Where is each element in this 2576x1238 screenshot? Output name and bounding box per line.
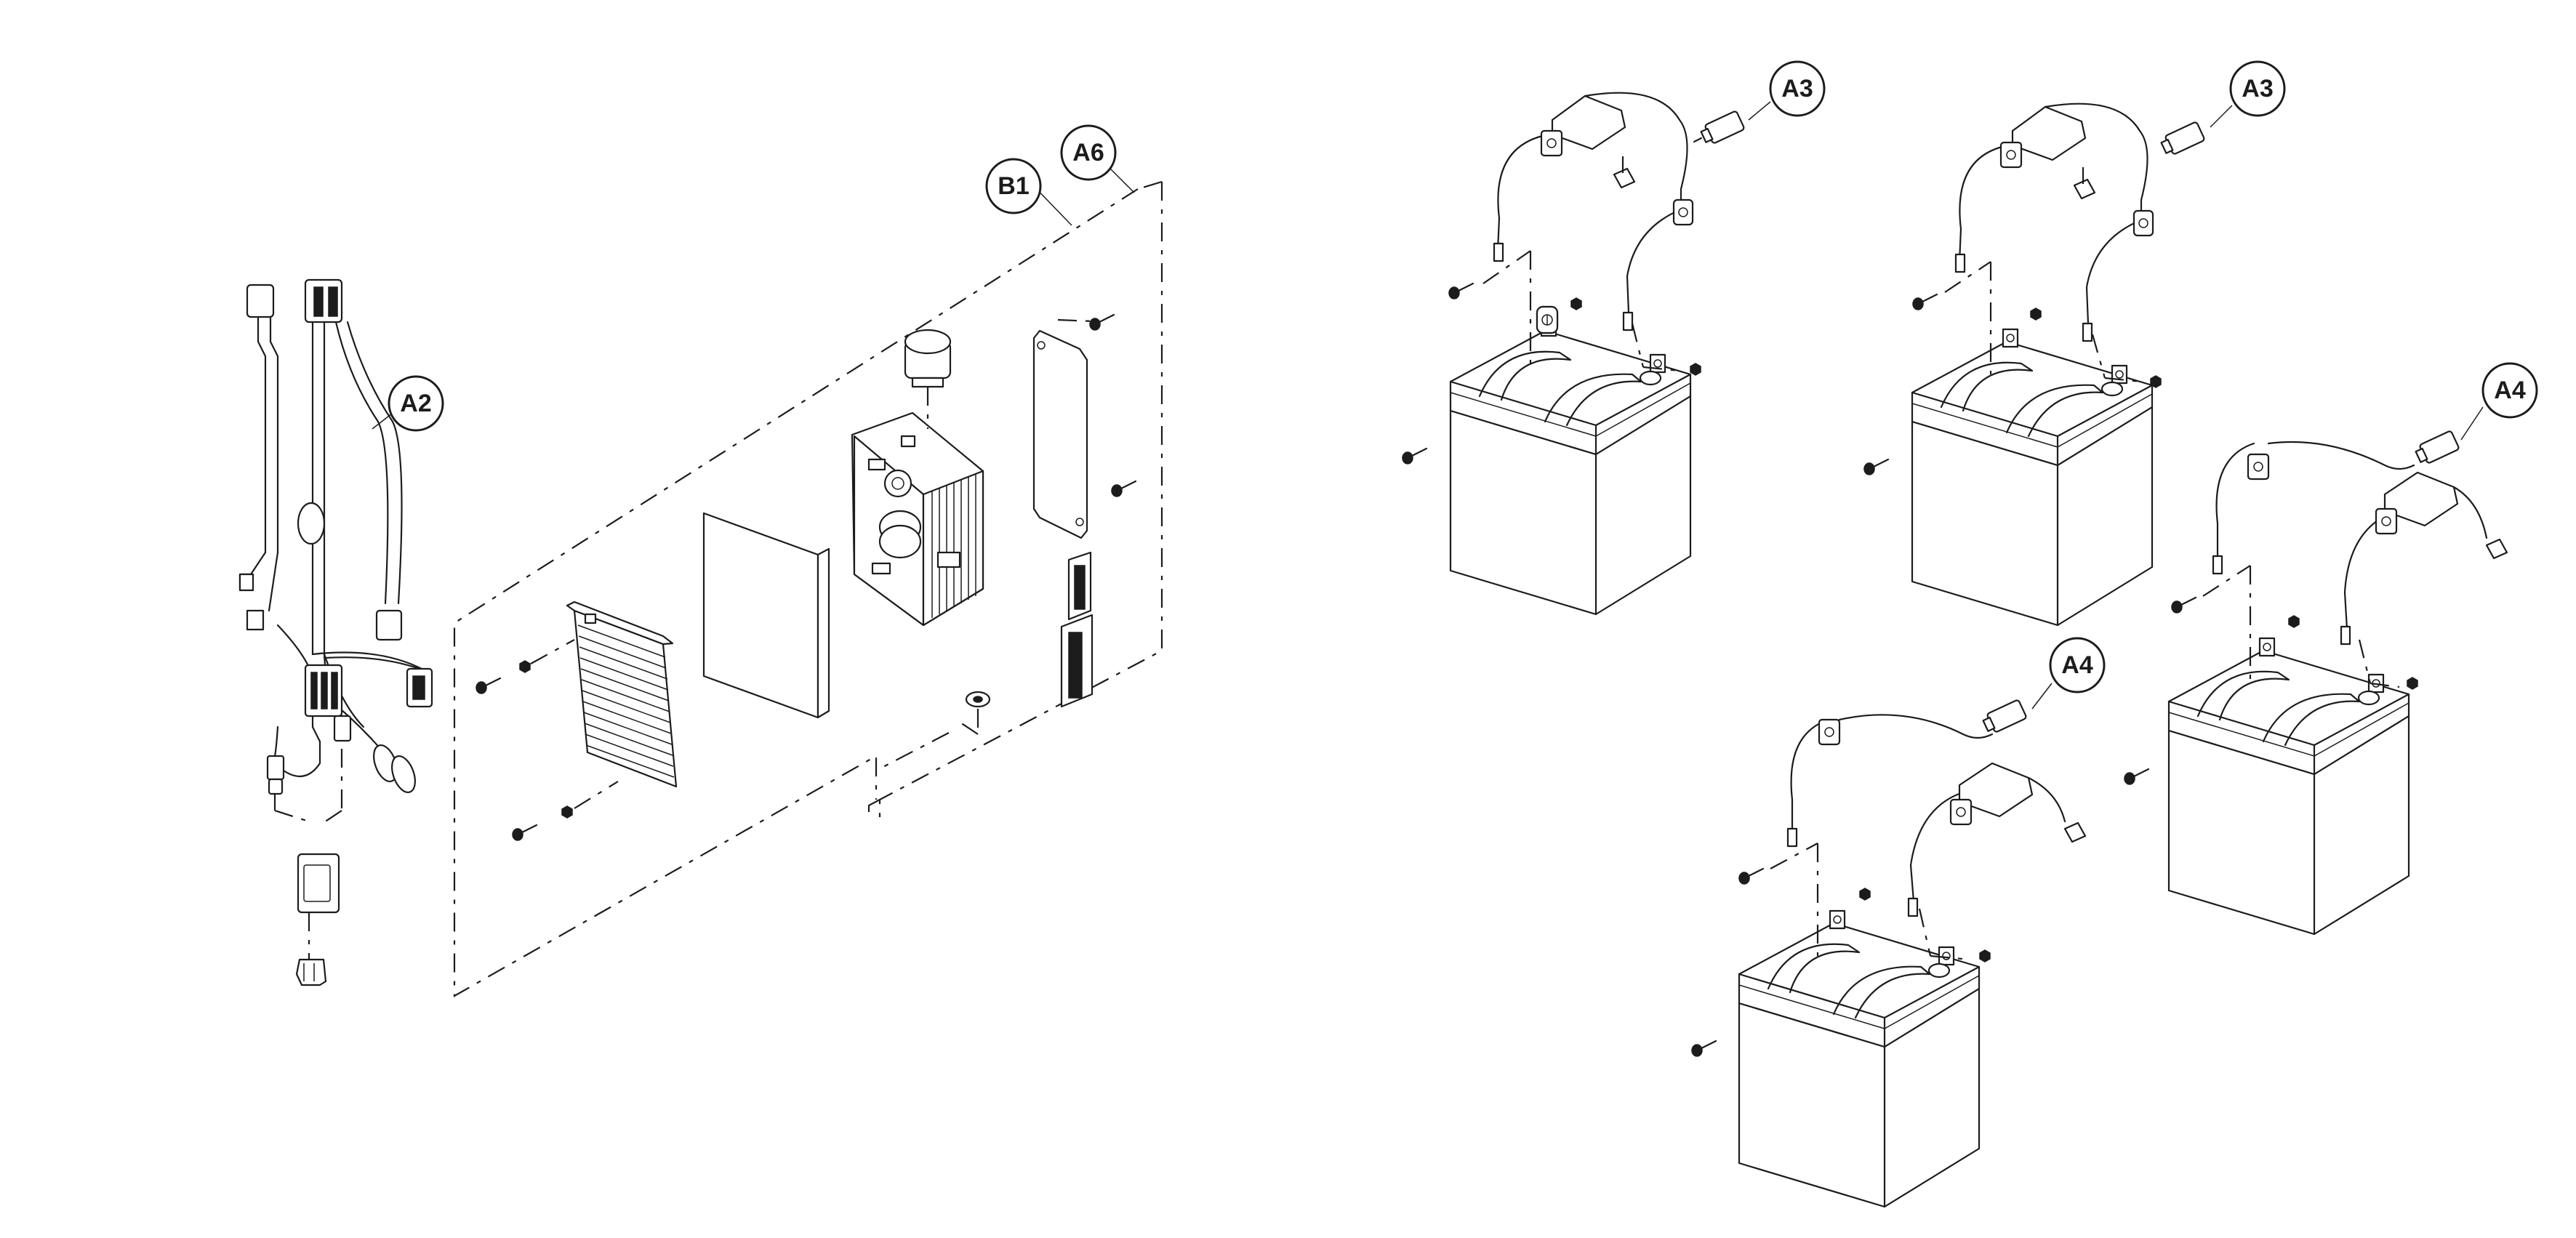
callout-a2: A2 [388, 375, 444, 432]
battery-1 [1401, 92, 1745, 616]
washer-icon [519, 660, 531, 673]
washer-icon [561, 805, 573, 819]
fuse [295, 958, 327, 986]
battery-2 [1863, 103, 2205, 627]
svg-text:A3: A3 [2242, 75, 2273, 103]
leader-a3-right [2210, 105, 2233, 128]
svg-text:A4: A4 [2061, 651, 2093, 679]
svg-text:A2: A2 [400, 390, 431, 417]
insulator-sheet [702, 512, 819, 719]
svg-text:A6: A6 [1072, 139, 1104, 166]
callout-a6: A6 [1060, 124, 1117, 181]
heatsink-cover [566, 600, 678, 788]
callout-b1: B1 [985, 158, 1042, 214]
wiring-harness [238, 278, 433, 986]
leader-a4-right [2460, 406, 2484, 441]
fuse-holder [297, 853, 340, 914]
capacitor [904, 329, 952, 429]
screw-icon [1088, 313, 1115, 331]
screw-icon [1110, 480, 1137, 498]
leader-a3-left [1748, 101, 1771, 121]
svg-text:A3: A3 [1781, 75, 1813, 103]
controller-module [851, 411, 984, 627]
callout-a3-left: A3 [1769, 60, 1826, 117]
battery-3 [2123, 430, 2508, 936]
callout-a4-right: A4 [2481, 362, 2538, 419]
callout-a4-bottom: A4 [2049, 637, 2106, 694]
svg-text:A4: A4 [2494, 377, 2526, 404]
battery-4 [1690, 699, 2087, 1208]
callout-a3-right: A3 [2229, 60, 2286, 117]
leader-a4-bottom [2031, 683, 2053, 710]
enclosure-outline [453, 180, 1163, 997]
cover-plate [1032, 329, 1088, 539]
screw-icon [475, 677, 502, 695]
screw-icon [511, 824, 538, 842]
harness-connector-top-left [246, 284, 275, 318]
svg-text:B1: B1 [998, 172, 1029, 200]
